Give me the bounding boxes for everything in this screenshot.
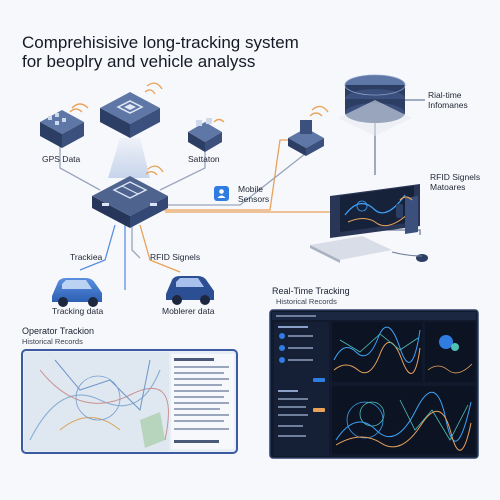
label-rfid-line2: Matoares	[430, 182, 466, 192]
label-realtime-line1: Rial-time	[428, 90, 462, 100]
workstation-monitor-icon	[310, 184, 428, 263]
mobile-sensor-icon	[214, 186, 229, 201]
label-rfid-signels: RFID Signels	[150, 252, 201, 262]
title-line-1: Comprehisisive long-tracking system	[22, 33, 299, 52]
label-moblerer-data: Moblerer data	[162, 306, 215, 316]
label-mobile-sensors: Mobile Sensors	[238, 184, 269, 204]
realtime-dashboard-panel	[269, 309, 479, 459]
label-rfid-signals-matoares: RFID Signels Matoares	[430, 172, 480, 192]
operator-panel-title: Operator Trackion	[22, 326, 95, 336]
realtime-panel-title: Real-Time Tracking	[272, 286, 350, 296]
car-tracking-icon	[52, 278, 102, 307]
label-realtime: Rial-time Infomanes	[428, 90, 468, 110]
car-moblerer-icon	[166, 276, 214, 305]
operator-panel-subtitle: Historical Records	[22, 337, 83, 346]
label-tracking-data: Tracking data	[52, 306, 104, 316]
label-mobile-line1: Mobile	[238, 184, 264, 194]
satellite-station-icon	[100, 82, 163, 178]
label-sattaton: Sattaton	[188, 154, 220, 164]
title-line-2: for beoplry and vehicle analyss	[22, 52, 256, 71]
operator-map-panel	[21, 349, 238, 454]
rfid-reader-icon	[288, 105, 329, 156]
central-tracker-device	[92, 165, 168, 228]
database-server-icon	[338, 74, 412, 136]
label-gps-data: GPS Data	[42, 154, 81, 164]
realtime-panel-subtitle: Historical Records	[276, 297, 337, 306]
label-mobile-line2: Sensors	[238, 194, 270, 204]
label-trackiea: Trackiea	[70, 252, 103, 262]
gps-device-icon	[40, 103, 89, 148]
diagram-title: Comprehisisive long-tracking system for …	[22, 33, 462, 71]
station-hub-icon	[188, 118, 225, 152]
label-rfid-line1: RFID Signels	[430, 172, 481, 182]
label-realtime-line2: Infomanes	[428, 100, 468, 110]
rfid-tag-icon	[396, 196, 413, 218]
